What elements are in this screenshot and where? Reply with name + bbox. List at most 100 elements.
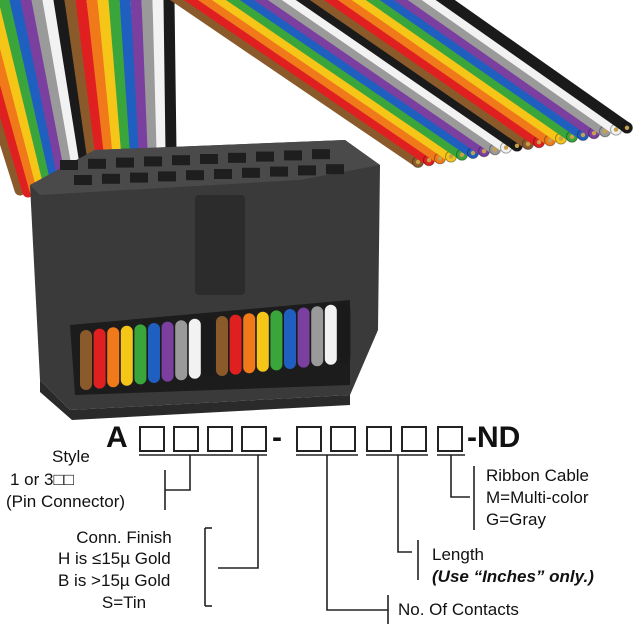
leader-style xyxy=(165,455,191,491)
right-wire xyxy=(183,0,433,165)
pin-hole xyxy=(284,150,302,161)
window-wire xyxy=(297,307,310,368)
wire-core xyxy=(448,154,454,159)
leader-contacts xyxy=(326,455,388,611)
left-wire xyxy=(0,108,26,196)
window-wire xyxy=(80,330,92,390)
window-wire xyxy=(284,309,296,369)
window-wire xyxy=(148,323,160,383)
left-wire xyxy=(0,5,50,202)
pin-hole xyxy=(172,155,190,166)
pin-hole xyxy=(60,160,78,170)
pin-hole xyxy=(242,167,260,178)
wire-core xyxy=(613,127,619,132)
part-box-style-3 xyxy=(207,426,233,452)
length-label: Length xyxy=(432,545,484,564)
wire-core xyxy=(580,132,586,138)
pin-hole xyxy=(228,152,246,163)
pin-hole xyxy=(130,172,148,183)
part-box-length-2 xyxy=(401,426,427,452)
leader-length xyxy=(397,455,412,553)
window-wire xyxy=(120,325,133,386)
pin-hole xyxy=(298,165,316,176)
window-wire xyxy=(229,314,242,375)
part-number-dash: - xyxy=(272,421,282,454)
finish-b: B is >15µ Gold xyxy=(58,571,171,590)
left-wire xyxy=(0,0,58,204)
left-wire xyxy=(0,44,42,200)
wire-core xyxy=(525,141,531,147)
window-wire xyxy=(175,320,188,381)
idc-connector xyxy=(30,140,380,420)
part-box-cable xyxy=(437,426,463,452)
style-option: 1 or 3□□ xyxy=(10,470,75,489)
right-wire xyxy=(323,0,543,147)
wire-core xyxy=(514,143,520,148)
left-wire xyxy=(9,0,66,206)
right-wire xyxy=(309,0,532,149)
part-box-length-1 xyxy=(366,426,392,452)
window-wire xyxy=(270,310,283,371)
pin-hole xyxy=(116,157,134,168)
contacts-label: No. Of Contacts xyxy=(398,600,519,619)
right-wire xyxy=(365,0,576,142)
wire-core xyxy=(437,156,443,161)
window-wire xyxy=(311,306,324,367)
part-box-contacts-1 xyxy=(296,426,322,452)
window-wire xyxy=(216,316,228,376)
pin-hole xyxy=(158,171,176,182)
wire-core xyxy=(426,158,432,163)
window-wire xyxy=(256,311,269,372)
cable-multicolor: M=Multi-color xyxy=(486,488,589,507)
part-number-prefix: A xyxy=(106,421,128,454)
wire-core xyxy=(415,159,421,165)
pin-hole xyxy=(312,149,330,160)
right-wire xyxy=(239,0,477,158)
part-box-style-2 xyxy=(173,426,199,452)
finish-h: H is ≤15µ Gold xyxy=(58,549,171,568)
wire-core xyxy=(602,129,608,134)
pin-hole xyxy=(214,169,232,179)
window-wire xyxy=(243,313,256,374)
wire-core xyxy=(503,145,509,150)
length-note: (Use “Inches” only.) xyxy=(432,567,594,586)
pin-hole xyxy=(144,156,162,167)
right-wire xyxy=(197,0,444,163)
window-wire xyxy=(93,328,106,389)
pin-hole xyxy=(326,164,344,175)
right-wire xyxy=(421,0,620,135)
wire-core xyxy=(569,134,575,139)
right-wire xyxy=(253,0,488,156)
cable-title: Ribbon Cable xyxy=(486,466,590,485)
window-wire xyxy=(324,304,337,365)
right-wire xyxy=(169,0,422,167)
finish-s: S=Tin xyxy=(101,593,147,612)
right-wire xyxy=(351,0,565,144)
leader-cable xyxy=(450,455,470,498)
part-number-suffix: -ND xyxy=(467,421,521,454)
window-wire xyxy=(202,317,215,378)
connector-latch xyxy=(195,195,245,295)
leader-lines xyxy=(139,454,475,624)
wire-core xyxy=(591,131,597,136)
right-wire xyxy=(281,0,510,153)
window-wire xyxy=(134,324,147,385)
right-wire xyxy=(295,0,521,151)
pin-hole xyxy=(186,170,204,181)
wire-core xyxy=(624,125,630,130)
wire-core xyxy=(470,150,476,156)
connector-lip xyxy=(40,380,350,420)
pin-hole xyxy=(256,151,274,162)
right-wire xyxy=(267,0,499,154)
leader-finish xyxy=(218,455,259,569)
style-label: Style xyxy=(52,447,90,466)
right-wire xyxy=(393,0,598,138)
window-wire xyxy=(161,321,174,382)
right-wire xyxy=(211,0,455,162)
part-box-style-1 xyxy=(139,426,165,452)
part-box-finish xyxy=(241,426,267,452)
wire-core xyxy=(536,140,542,145)
right-wire xyxy=(435,0,631,133)
